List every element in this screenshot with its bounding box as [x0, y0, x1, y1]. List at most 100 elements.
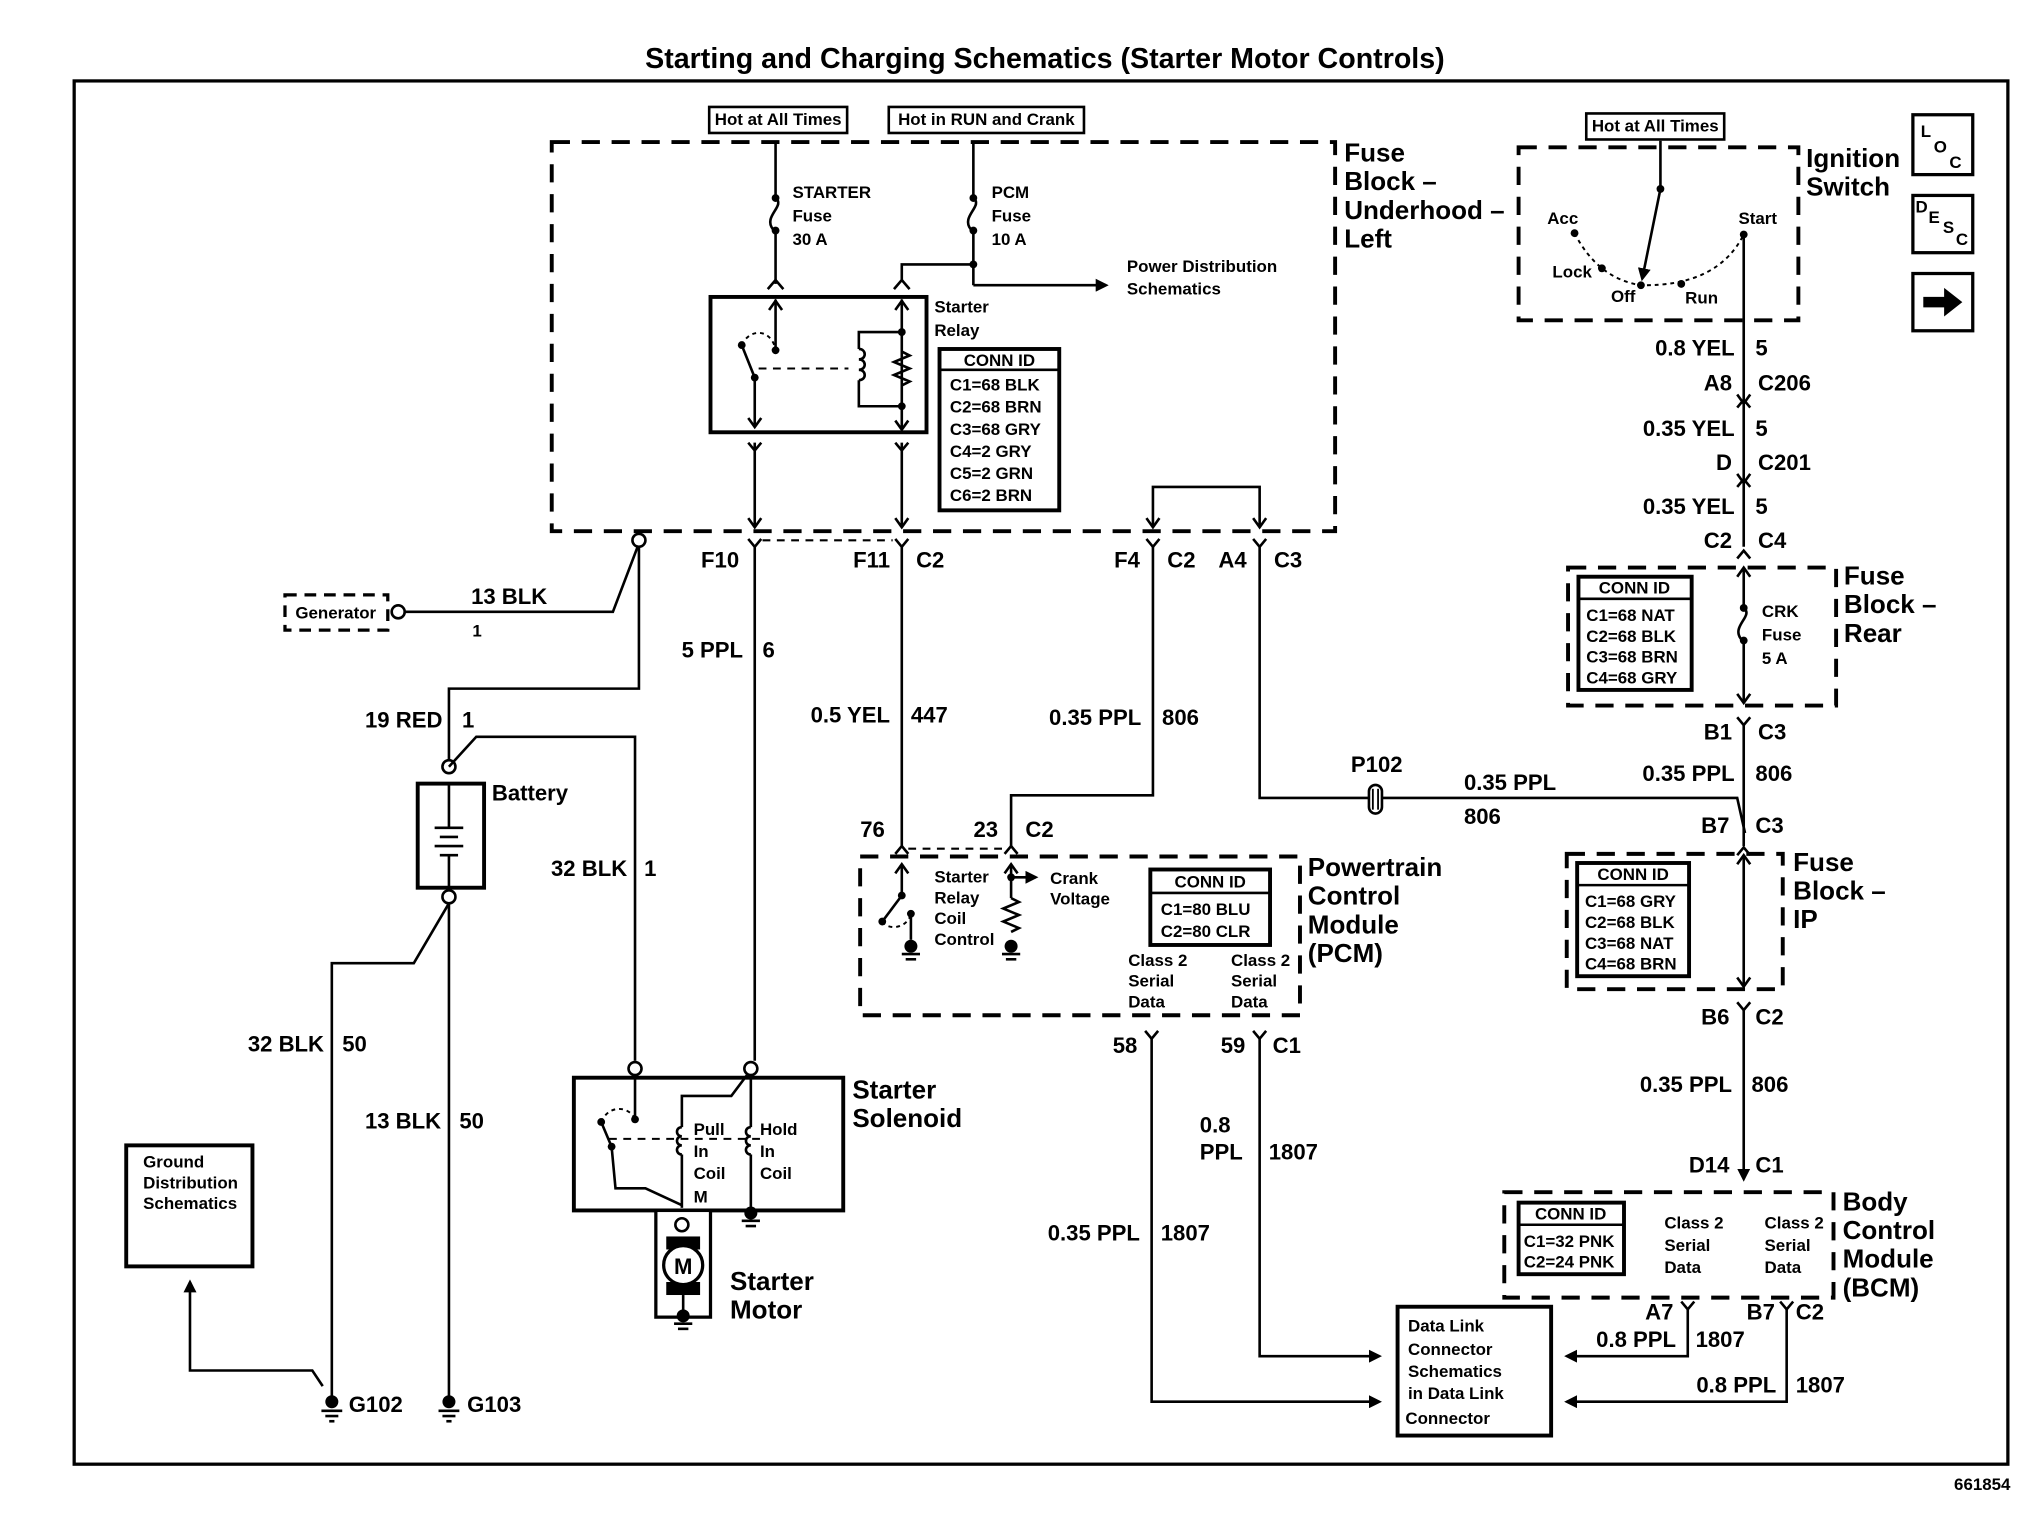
- hot-at-all-times-text-2: Hot at All Times: [1592, 117, 1719, 136]
- desc-button[interactable]: D E S C: [1911, 193, 1975, 255]
- pcm-input-forks: [894, 844, 1019, 855]
- starter-motor-label: Starter Motor: [730, 1266, 821, 1325]
- ground-g102-label: G102: [349, 1392, 403, 1417]
- battery-negative-terminal: [441, 889, 457, 905]
- svg-text:CONN ID: CONN ID: [1174, 873, 1245, 892]
- ground-distribution-arrow: [183, 1279, 324, 1387]
- solenoid-battery-terminal: [627, 1060, 643, 1077]
- p102-label: P102: [1351, 752, 1403, 777]
- generator-outline: [283, 593, 390, 632]
- starter-fuse-symbol: [766, 143, 785, 290]
- hot-in-run-crank-text: Hot in RUN and Crank: [898, 110, 1075, 129]
- ignition-acc-label: Acc: [1547, 209, 1578, 228]
- connector-c2-ip: C2: [1755, 1004, 1783, 1029]
- crk-fuse-symbol: [1736, 565, 1752, 706]
- wire-035ppl-1807: [1150, 1038, 1382, 1409]
- ground-distribution-label: Ground Distribution Schematics: [143, 1152, 243, 1213]
- starter-b-terminal: [631, 532, 647, 549]
- pcm-pin-59: 59: [1221, 1033, 1246, 1058]
- wire-label-13blk-50: 13 BLK: [365, 1108, 441, 1133]
- desc-letter-d: D: [1915, 197, 1927, 216]
- svg-text:C2=68 BLK: C2=68 BLK: [1585, 913, 1676, 932]
- wire-circuit-5ppl: 6: [763, 637, 775, 662]
- pcm-serial-data-1: Class 2 Serial Data: [1128, 951, 1192, 1012]
- svg-text:C1=68 NAT: C1=68 NAT: [1586, 606, 1675, 625]
- next-page-button[interactable]: [1911, 271, 1975, 333]
- wire-label-035ppl-r2: 0.35 PPL: [1640, 1072, 1732, 1097]
- terminal-f4: F4: [1114, 548, 1141, 573]
- connector-b1-icon: [1736, 716, 1752, 728]
- generator-label: Generator: [295, 603, 376, 622]
- pcm-pin-76: 76: [860, 817, 885, 842]
- battery-icon: [434, 783, 464, 888]
- power-distribution-link[interactable]: Power Distribution Schematics: [1127, 257, 1282, 298]
- pcm-relay-coil-control-label: Starter Relay Coil Control: [934, 868, 994, 949]
- fuse-block-ip-label: Fuse Block – IP: [1793, 847, 1893, 934]
- svg-text:CONN ID: CONN ID: [1597, 865, 1668, 884]
- wire-label-32blk-1: 32 BLK: [551, 856, 627, 881]
- wire-circuit-08yel: 5: [1755, 335, 1767, 360]
- pin-d: D: [1716, 450, 1732, 475]
- pcm-connector-c1: C1: [1273, 1033, 1301, 1058]
- svg-text:C4=2 GRY: C4=2 GRY: [950, 442, 1032, 461]
- pcm-fuse-symbol: [892, 143, 1109, 292]
- wire-label-035yel-2: 0.35 YEL: [1643, 494, 1735, 519]
- wire-label-035ppl-m: 0.35 PPL: [1049, 705, 1141, 730]
- fuse-block-ip-outline: [1564, 851, 1785, 992]
- wire-label-035ppl-r: 0.35 PPL: [1642, 761, 1734, 786]
- pin-b1: B1: [1704, 719, 1732, 744]
- svg-text:C1=80 BLU: C1=80 BLU: [1161, 900, 1251, 919]
- svg-text:C4=68 BRN: C4=68 BRN: [1585, 955, 1677, 974]
- conn-id-pcm: CONN ID C1=80 BLU C2=80 CLR: [1148, 867, 1273, 947]
- hot-at-all-times-label-1: [707, 105, 849, 135]
- splice-pack-p102-icon: [1367, 783, 1384, 815]
- solenoid-m-label: M: [694, 1188, 708, 1207]
- svg-text:C3=68 GRY: C3=68 GRY: [950, 420, 1041, 439]
- diagram-frame: [72, 79, 2010, 1466]
- conn-id-underhood: CONN ID C1=68 BLK C2=68 BRN C3=68 GRY C4…: [937, 347, 1062, 513]
- svg-text:C1=68 GRY: C1=68 GRY: [1585, 892, 1676, 911]
- svg-text:C3=68 NAT: C3=68 NAT: [1585, 934, 1674, 953]
- pin-b6: B6: [1701, 1004, 1729, 1029]
- wire-32blk-1: [447, 735, 637, 1061]
- pcm-outline: [858, 854, 1302, 1018]
- connector-c3-rear: C3: [1758, 719, 1786, 744]
- fuse-block-rear-label: Fuse Block – Rear: [1844, 561, 1944, 648]
- loc-button[interactable]: L O C: [1911, 113, 1975, 177]
- ignition-run-label: Run: [1685, 288, 1718, 307]
- svg-text:C2=68 BLK: C2=68 BLK: [1586, 627, 1677, 646]
- connector-c201: C201: [1758, 450, 1811, 475]
- hold-in-coil-label: Hold In Coil: [760, 1120, 802, 1183]
- pcm-serial-data-2: Class 2 Serial Data: [1231, 951, 1295, 1012]
- bcm-label: Body Control Module (BCM): [1843, 1186, 1943, 1302]
- wire-circuit-32blk-50: 50: [342, 1032, 367, 1057]
- solenoid-s-terminal: [743, 1060, 759, 1077]
- terminal-c2-b: C2: [1167, 548, 1195, 573]
- wire-circuit-035yel-1: 5: [1755, 416, 1767, 441]
- loc-letter-o: O: [1934, 137, 1947, 156]
- bcm-output-forks: [1680, 1300, 1795, 1312]
- wire-label-05yel: 0.5 YEL: [811, 702, 890, 727]
- wire-label-08yel: 0.8 YEL: [1655, 335, 1734, 360]
- svg-text:C3=68 BRN: C3=68 BRN: [1586, 648, 1678, 667]
- wire-08ppl-1807-b: [1564, 1309, 1788, 1409]
- wire-32blk-50: [330, 902, 451, 1400]
- ignition-off-label: Off: [1611, 287, 1636, 306]
- bcm-connector-c2: C2: [1796, 1300, 1824, 1325]
- bcm-pin-a7: A7: [1645, 1300, 1673, 1325]
- pcm-crank-voltage-symbol: [999, 862, 1039, 961]
- battery-symbol: [415, 781, 487, 890]
- svg-text:C4=68 GRY: C4=68 GRY: [1586, 668, 1677, 687]
- connector-c206: C206: [1758, 371, 1811, 396]
- wire-label-5ppl: 5 PPL: [682, 637, 743, 662]
- conn-id-rear: CONN ID C1=68 NAT C2=68 BLK C3=68 BRN C4…: [1576, 574, 1694, 692]
- ground-distribution-box[interactable]: [124, 1143, 255, 1269]
- wire-circuit-08ppl-a: 1807: [1696, 1327, 1745, 1352]
- wire-circuit-08ppl-b: 1807: [1796, 1373, 1845, 1398]
- ground-g103-icon: [438, 1395, 460, 1423]
- connector-c3-ip: C3: [1755, 813, 1783, 838]
- crk-fuse-label: CRK Fuse 5 A: [1762, 602, 1806, 668]
- hot-at-all-times-label-2: [1584, 112, 1726, 141]
- terminal-c3: C3: [1274, 548, 1302, 573]
- data-link-connector-box[interactable]: [1395, 1304, 1554, 1438]
